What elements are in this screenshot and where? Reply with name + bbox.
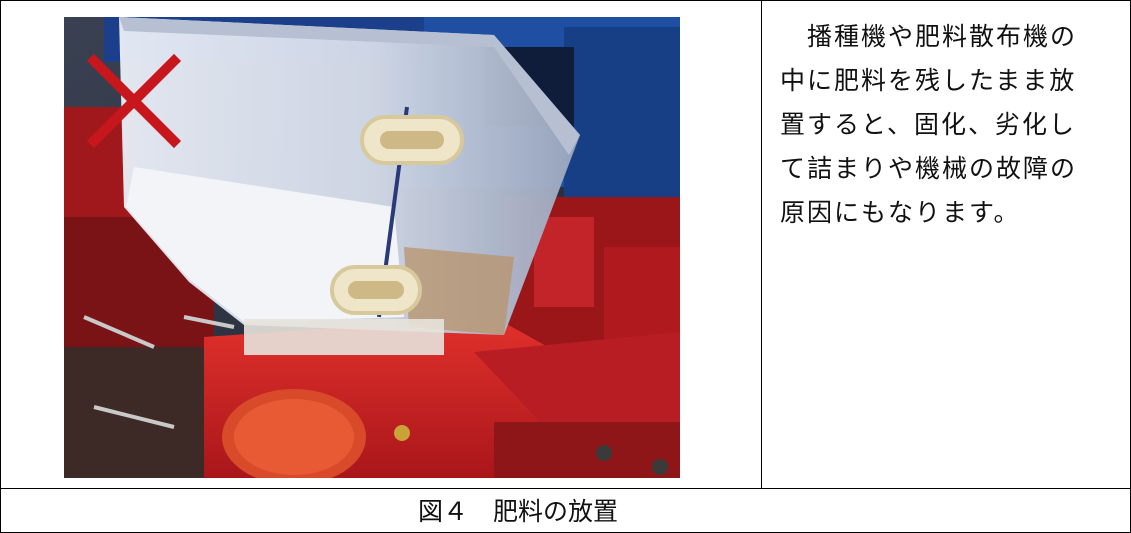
table-divider-vertical <box>761 1 762 488</box>
photo-illustration <box>64 17 680 478</box>
photo-cell <box>1 1 761 488</box>
fertilizer-hopper-photo <box>64 17 680 478</box>
description-text: 播種機や肥料散布機の中に肥料を残したまま放置すると、固化、劣化して詰まりや機械の… <box>780 22 1078 227</box>
cross-mark-icon <box>86 53 182 149</box>
table-divider-horizontal <box>1 488 1130 489</box>
caption-cell: 図４ 肥料の放置 <box>1 489 1130 532</box>
description-cell: 播種機や肥料散布機の中に肥料を残したまま放置すると、固化、劣化して詰まりや機械の… <box>762 1 1130 488</box>
figure-caption: 図４ 肥料の放置 <box>417 497 618 526</box>
